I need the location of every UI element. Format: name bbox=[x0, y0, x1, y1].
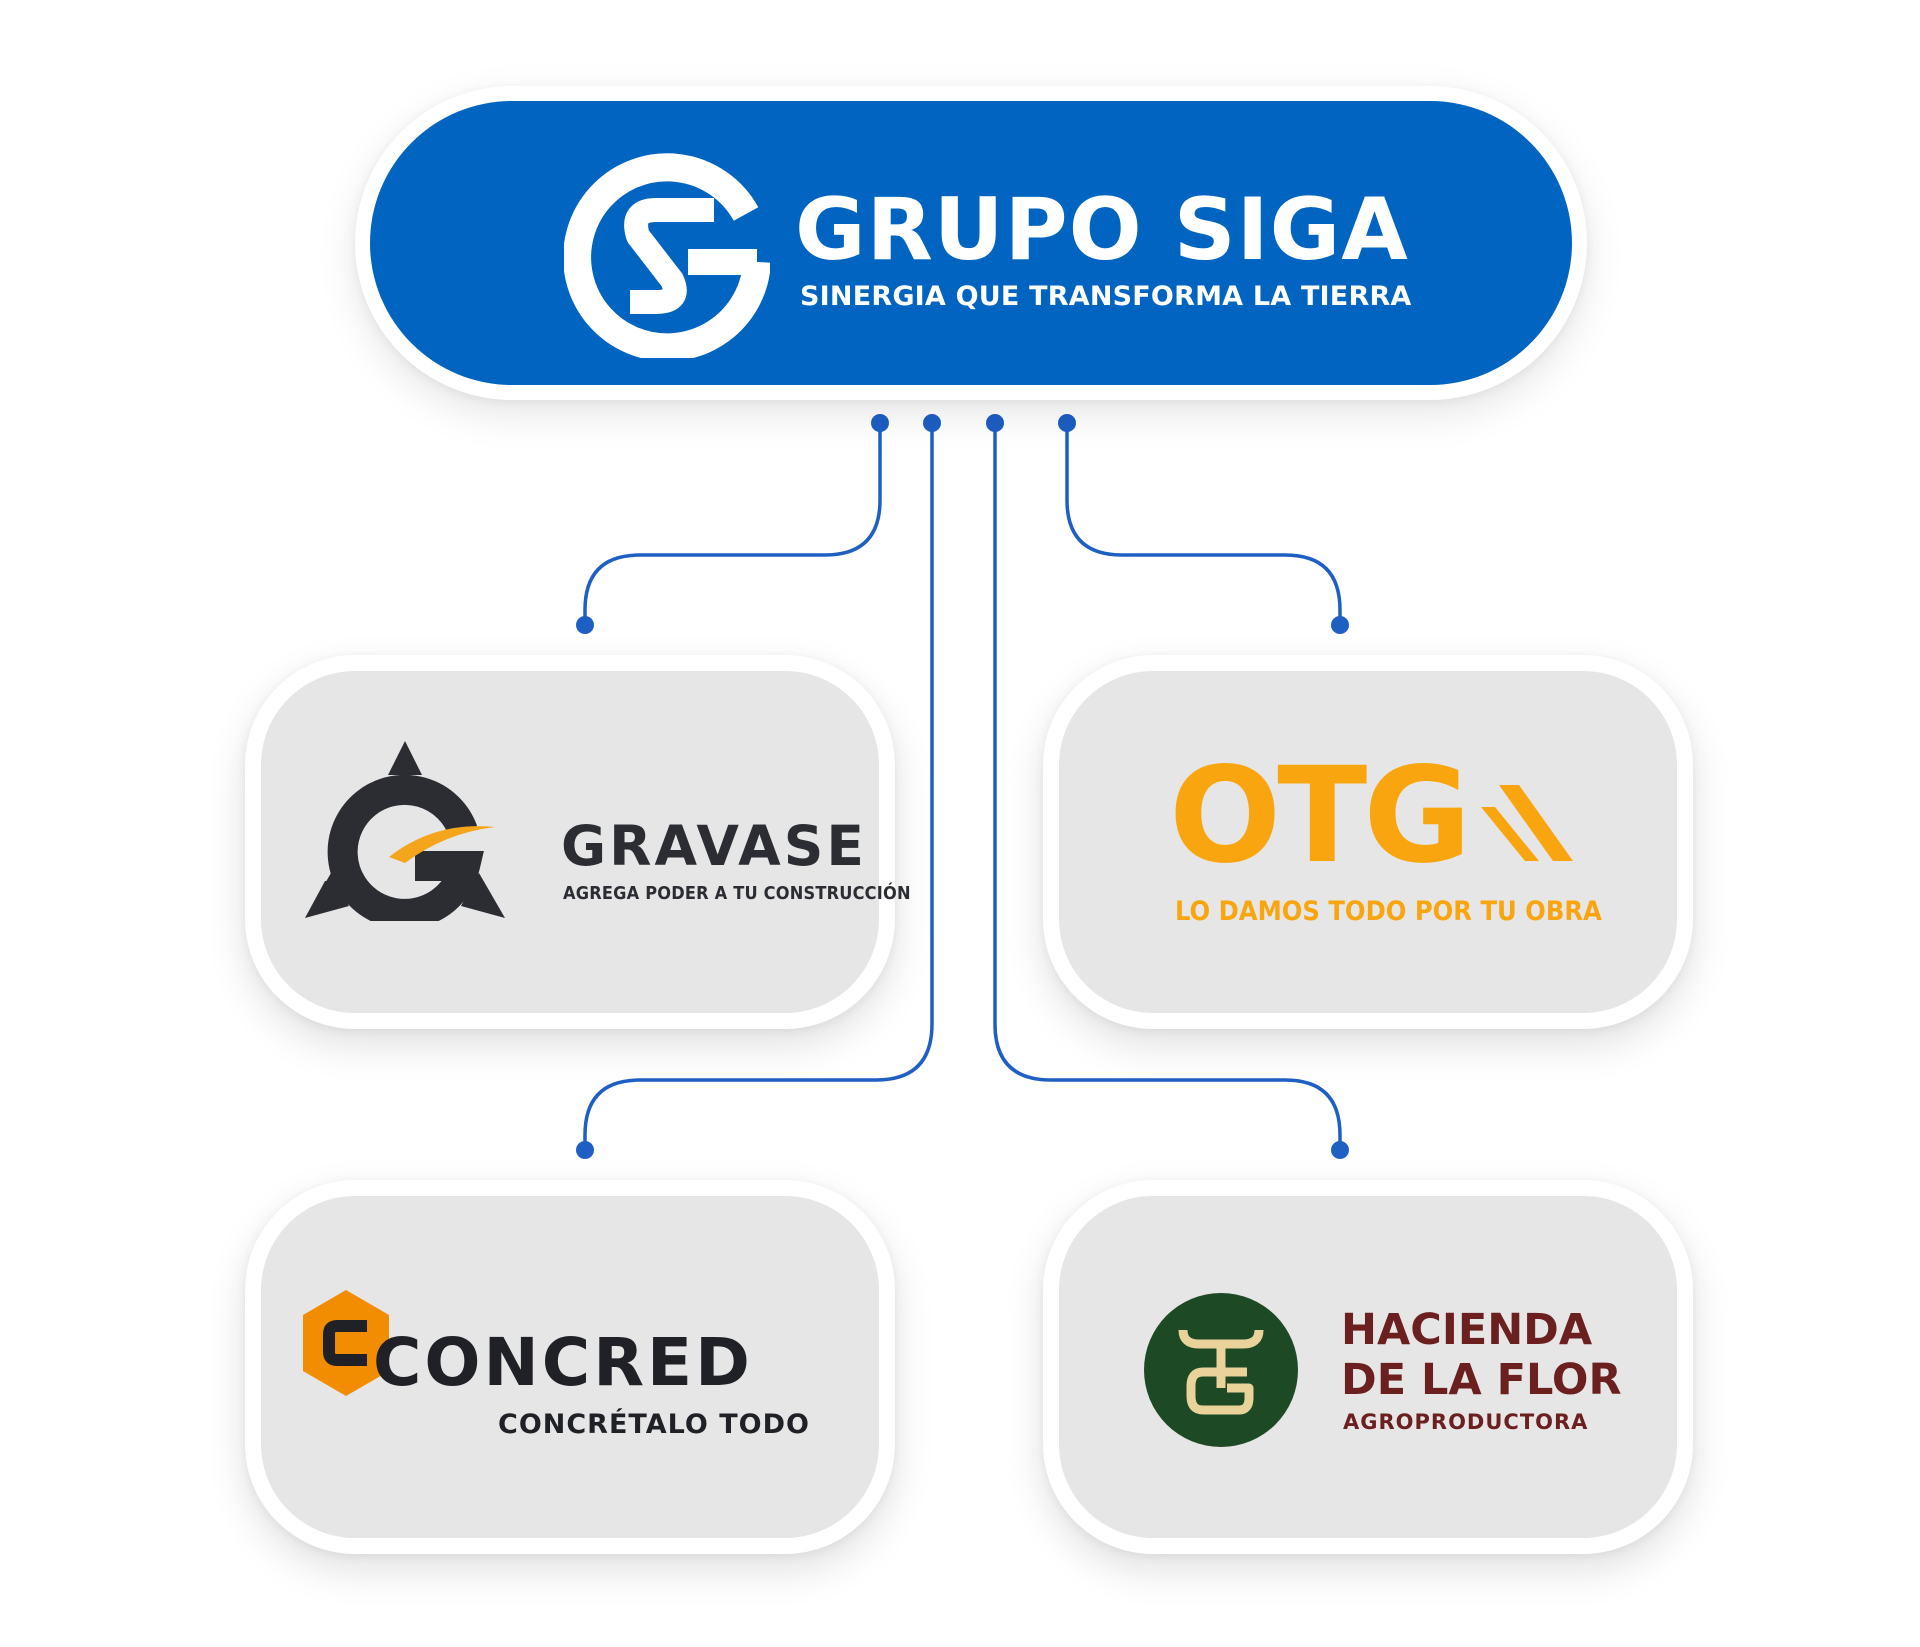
otg-tagline: LO DAMOS TODO POR TU OBRA bbox=[1175, 896, 1602, 927]
connector-dot bbox=[1058, 414, 1076, 432]
gravase-logo-icon bbox=[305, 741, 505, 921]
parent-tagline: SINERGIA QUE TRANSFORMA LA TIERRA bbox=[800, 281, 1412, 312]
otg-logo-text: OTG bbox=[1169, 749, 1468, 879]
card-inner: CONCRED CONCRÉTALO TODO bbox=[261, 1196, 879, 1538]
connector-hacienda bbox=[993, 423, 1342, 1150]
connector-dot bbox=[576, 1141, 594, 1159]
gravase-tagline: AGREGA PODER A TU CONSTRUCCIÓN bbox=[563, 883, 911, 904]
connector-dot bbox=[576, 616, 594, 634]
concred-tagline: CONCRÉTALO TODO bbox=[498, 1409, 810, 1440]
child-card-otg: OTG LO DAMOS TODO POR TU OBRA bbox=[1043, 655, 1693, 1029]
parent-node-grupo-siga: GRUPO SIGA SINERGIA QUE TRANSFORMA LA TI… bbox=[355, 86, 1587, 400]
otg-road-stripe-icon bbox=[1481, 807, 1539, 861]
hacienda-name-line1: HACIENDA bbox=[1341, 1305, 1593, 1355]
otg-road-stripe-icon bbox=[1499, 785, 1573, 861]
otg-wordmark: OTG bbox=[1169, 749, 1573, 879]
child-card-gravase: GRAVASE AGREGA PODER A TU CONSTRUCCIÓN bbox=[245, 655, 911, 1029]
hacienda-logo-icon bbox=[1144, 1293, 1298, 1447]
gravase-name: GRAVASE bbox=[561, 814, 867, 878]
connector-dot bbox=[923, 414, 941, 432]
connector-dot bbox=[1331, 1141, 1349, 1159]
connector-dot bbox=[871, 414, 889, 432]
concred-name: CONCRED bbox=[373, 1324, 753, 1401]
card-inner: OTG LO DAMOS TODO POR TU OBRA bbox=[1059, 671, 1677, 1013]
hacienda-name-line2: DE LA FLOR bbox=[1341, 1355, 1622, 1405]
child-card-concred: CONCRED CONCRÉTALO TODO bbox=[245, 1180, 895, 1554]
connector-gravase bbox=[583, 423, 882, 625]
siga-logo-icon bbox=[564, 153, 770, 358]
child-card-hacienda: HACIENDA DE LA FLOR AGROPRODUCTORA bbox=[1043, 1180, 1693, 1554]
connector-concred bbox=[583, 423, 934, 1150]
parent-node-inner: GRUPO SIGA SINERGIA QUE TRANSFORMA LA TI… bbox=[370, 101, 1572, 385]
concred-logo-icon bbox=[303, 1290, 389, 1396]
parent-name: GRUPO SIGA bbox=[795, 180, 1409, 280]
connector-dot bbox=[986, 414, 1004, 432]
hacienda-tagline: AGROPRODUCTORA bbox=[1343, 1410, 1589, 1434]
card-inner: GRAVASE AGREGA PODER A TU CONSTRUCCIÓN bbox=[261, 671, 911, 1013]
connector-dot bbox=[1331, 616, 1349, 634]
connector-otg bbox=[1065, 423, 1342, 625]
card-inner: HACIENDA DE LA FLOR AGROPRODUCTORA bbox=[1059, 1196, 1677, 1538]
